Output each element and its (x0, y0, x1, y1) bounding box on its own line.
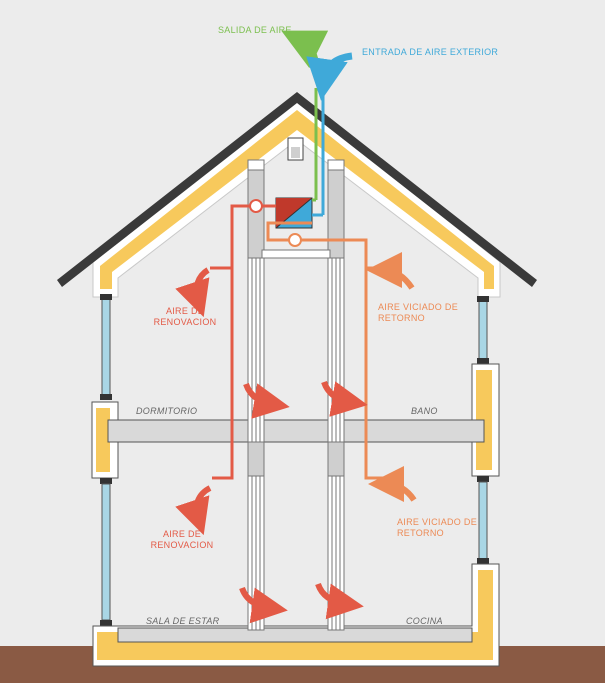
ground-floor-surface (117, 627, 473, 643)
label-aire-renovacion-upper: AIRE DE RENOVACION (150, 306, 220, 328)
room-dormitorio: DORMITORIO (136, 406, 198, 416)
label-aire-renovacion-lower: AIRE DE RENOVACION (142, 529, 222, 551)
label-line: RENOVACION (150, 540, 214, 550)
room-cocina: COCINA (406, 616, 443, 626)
right-lower-window (478, 481, 488, 561)
supply-duct-network (210, 199, 276, 480)
label-entrada-aire-exterior: ENTRADA DE AIRE EXTERIOR (362, 47, 499, 57)
label-aire-viciado-upper: AIRE VICIADO DE RETORNO (378, 302, 458, 324)
label-line: AIRE VICIADO DE (397, 517, 478, 527)
label-aire-viciado-lower: AIRE VICIADO DE RETORNO (397, 517, 477, 539)
shaft-arrow-1 (243, 382, 290, 419)
supply-arrow-lower (175, 485, 212, 536)
attic-ceiling (261, 249, 331, 259)
intake-arrow (306, 52, 353, 101)
return-arrow-lower (368, 466, 417, 503)
return-arrow-upper (366, 252, 415, 290)
left-lower-window (101, 483, 111, 621)
label-salida-aire: SALIDA DE AIRE (218, 25, 292, 35)
label-line: AIRE VICIADO DE (378, 302, 459, 312)
supply-arrow-upper (175, 267, 210, 318)
right-upper-window (478, 299, 488, 361)
shaft-arrow-2 (321, 380, 368, 417)
intermediate-floor (107, 419, 485, 443)
shaft-arrow-3 (239, 586, 288, 624)
label-line: RETORNO (397, 528, 444, 538)
room-sala-de-estar: SALA DE ESTAR (146, 616, 220, 626)
label-line: RETORNO (378, 313, 425, 323)
shaft-arrow-4 (315, 582, 364, 620)
room-bano: BANO (411, 406, 438, 416)
exhaust-arrow (281, 30, 329, 71)
label-line: AIRE DE (162, 529, 202, 539)
left-upper-window (101, 297, 111, 397)
label-line: AIRE DE (165, 306, 205, 316)
label-line: RENOVACION (153, 317, 217, 327)
